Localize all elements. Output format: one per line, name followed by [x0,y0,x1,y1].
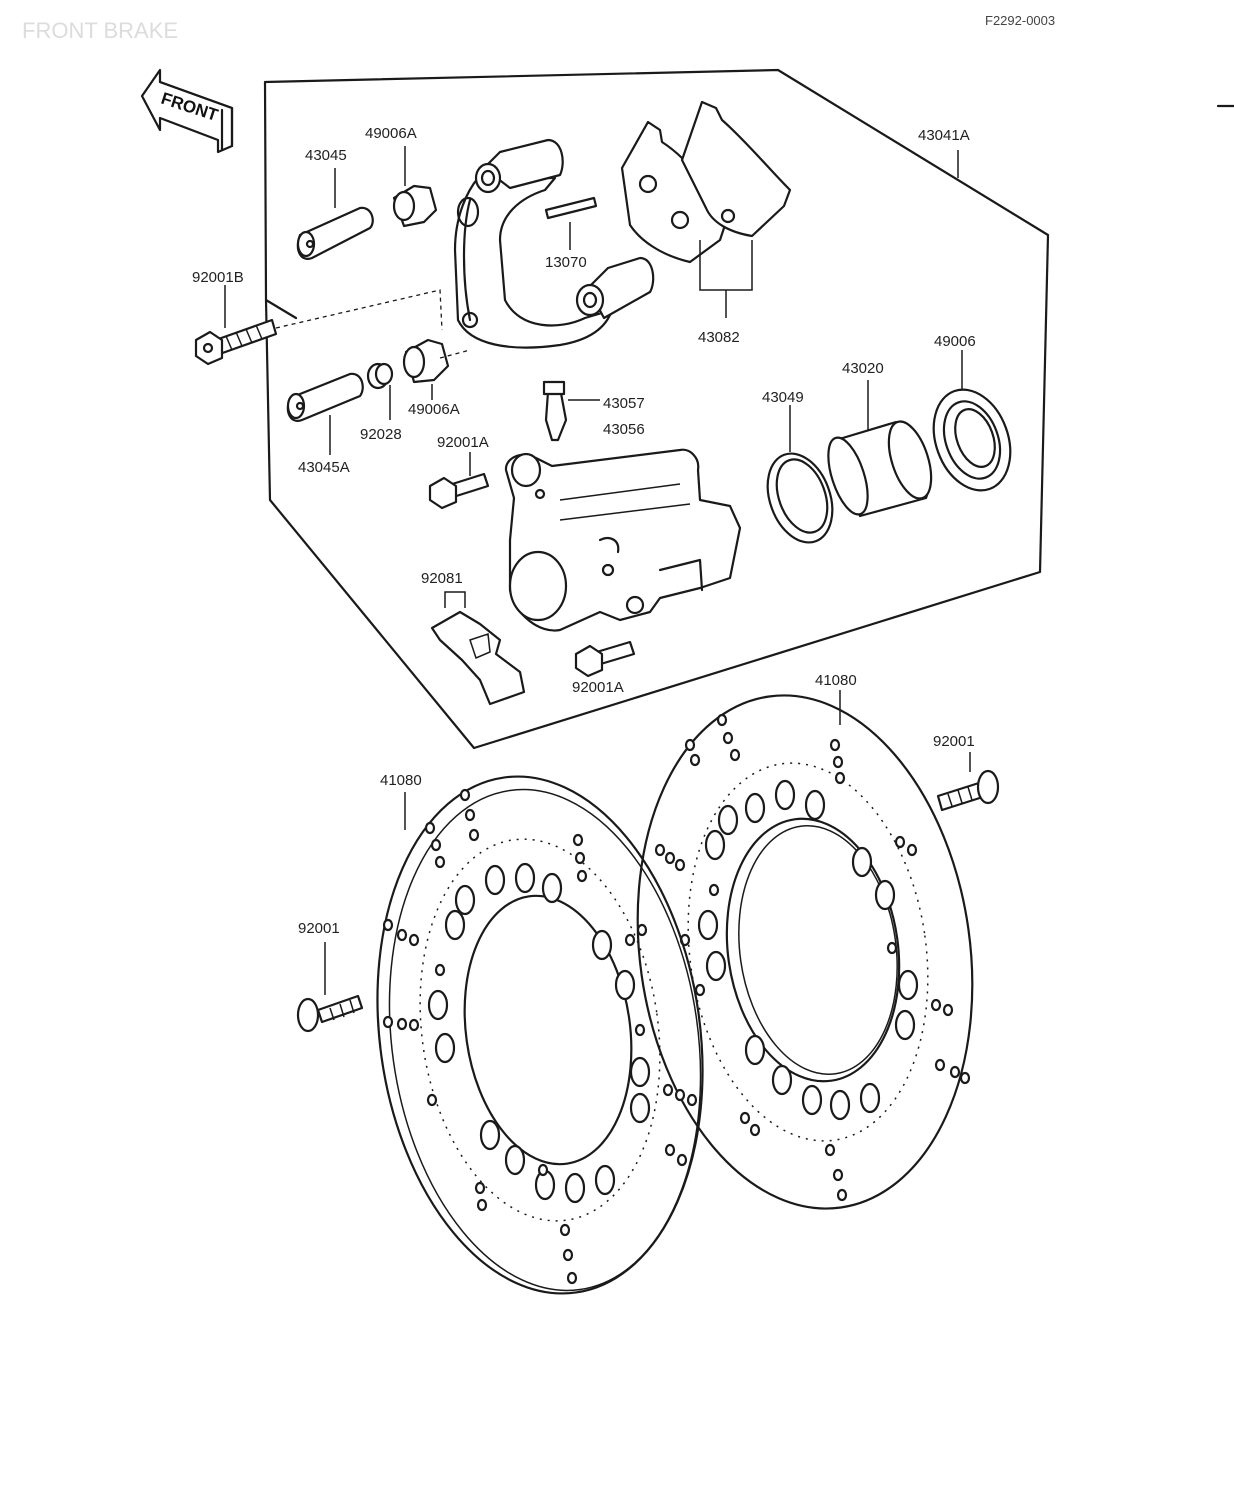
seal-43049 [766,405,834,544]
label-92001-left: 92001 [298,920,340,937]
bolt-92001A-bottom [574,640,636,678]
caliper-assembly-boundary [263,68,1050,750]
piston-43020 [827,380,933,518]
label-43045A: 43045A [298,459,350,476]
bolt-92001-right [936,752,1000,812]
bolt-92001A-top [428,452,490,510]
label-43057: 43057 [603,395,645,412]
front-direction-arrow: FRONT [140,68,234,154]
brake-pads-43082 [620,100,792,318]
diagram-ref-code: F2292-0003 [985,13,1055,28]
label-49006A-bottom: 49006A [408,401,460,418]
label-92001A-bottom: 92001A [572,679,624,696]
label-92001A-top: 92001A [437,434,489,451]
caliper-body [504,448,742,632]
clip-92081 [430,591,526,706]
label-92081: 92081 [421,570,463,587]
pin-13070 [544,196,598,220]
bleed-valve-43057 [542,380,600,442]
label-49006A-top: 49006A [365,125,417,142]
label-41080-right: 41080 [815,672,857,689]
front-label: FRONT [159,89,221,125]
brake-disc-41080-right [636,690,974,1210]
bolt-92001-left [296,942,364,1033]
label-43020: 43020 [842,360,884,377]
label-13070: 13070 [545,254,587,271]
label-43056: 43056 [603,421,645,438]
ring-92028 [366,362,394,420]
bolt-92001B [194,285,443,366]
brake-disc-41080-left [376,775,704,1295]
diagram-title: FRONT BRAKE [22,18,178,43]
label-92001B: 92001B [192,269,244,286]
boot-49006A-top [392,146,438,228]
label-49006: 49006 [934,333,976,350]
label-43082: 43082 [698,329,740,346]
label-92028: 92028 [360,426,402,443]
caliper-bracket [453,138,655,349]
label-92001-right: 92001 [933,733,975,750]
sleeve-43045A [286,372,364,455]
label-43041A: 43041A [918,127,970,144]
boot-49006A-bottom [402,338,471,400]
label-43049: 43049 [762,389,804,406]
label-41080-left: 41080 [380,772,422,789]
dust-seal-49006 [932,350,1012,492]
sleeve-43045 [296,168,374,260]
label-43045: 43045 [305,147,347,164]
